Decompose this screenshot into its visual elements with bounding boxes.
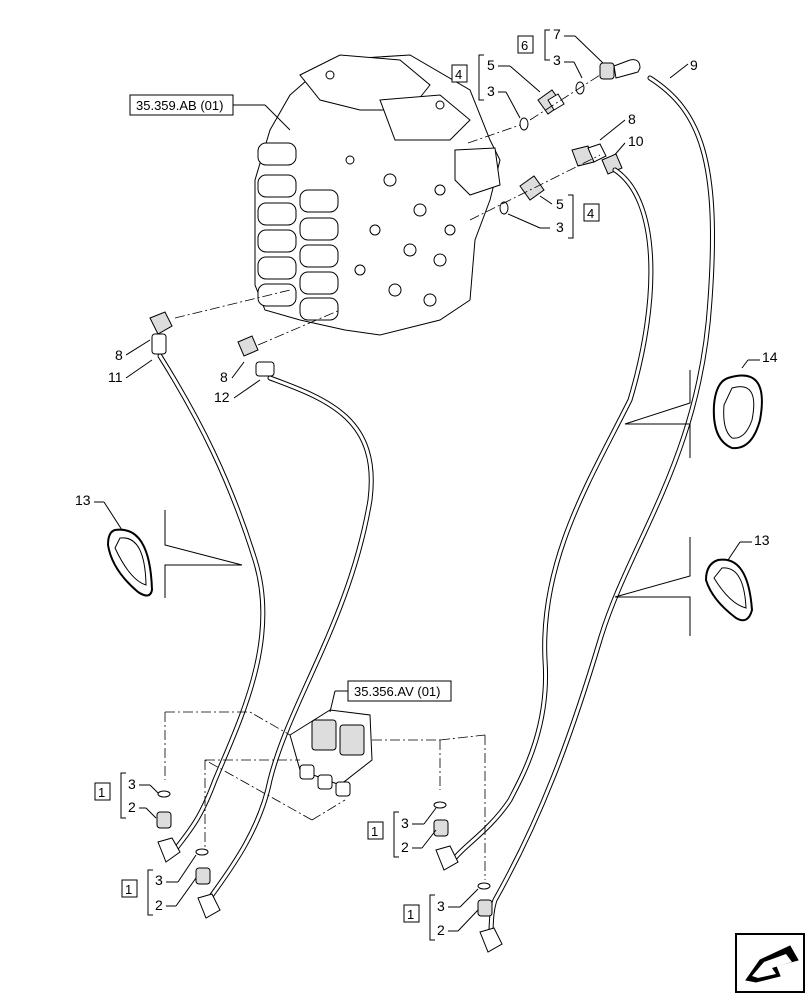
svg-text:4: 4: [587, 206, 594, 221]
label-10: 10: [628, 133, 644, 149]
elbow-8-right: [571, 143, 607, 167]
svg-text:3: 3: [556, 219, 564, 235]
label-8-left-2: 8: [220, 369, 228, 385]
fitting-5-mid: [519, 175, 545, 201]
oring-3-mid: [499, 201, 509, 215]
label-8-right: 8: [628, 111, 636, 127]
svg-text:6: 6: [521, 38, 528, 53]
svg-text:2: 2: [437, 922, 445, 938]
valve-ports: [325, 70, 456, 307]
label-9: 9: [690, 57, 698, 73]
svg-text:3: 3: [155, 872, 163, 888]
ref-box-control-valve[interactable]: 35.359.AB (01): [129, 94, 291, 131]
solenoid-stack-left: [257, 142, 297, 307]
hose-10: [452, 167, 654, 861]
svg-text:14: 14: [762, 349, 778, 365]
fitting-set-1-right-lower: 1 3 2: [403, 882, 503, 953]
solenoid-stack-right: [299, 189, 339, 321]
ref-box-pilot-valve[interactable]: 35.356.AV (01): [329, 680, 452, 713]
svg-text:1: 1: [98, 785, 105, 800]
svg-text:13: 13: [75, 492, 91, 508]
hose-12: [209, 375, 374, 898]
svg-text:1: 1: [371, 824, 378, 839]
svg-text:13: 13: [754, 532, 770, 548]
elbow-7: [599, 59, 641, 80]
centerline-left-1: [174, 289, 291, 319]
svg-text:35.359.AB (01): 35.359.AB (01): [136, 98, 223, 113]
svg-text:35.356.AV (01): 35.356.AV (01): [354, 684, 440, 699]
centerline-top-1: [467, 124, 521, 144]
pilot-routing-lines: [164, 711, 486, 880]
svg-text:2: 2: [401, 839, 409, 855]
svg-text:3: 3: [437, 898, 445, 914]
hose-9: [487, 75, 715, 943]
control-valve-assembly: [254, 54, 501, 336]
hose-guard-13-right: 13: [614, 532, 770, 636]
svg-text:3: 3: [401, 815, 409, 831]
svg-text:1: 1: [125, 882, 132, 897]
centerline-left-2: [257, 309, 341, 346]
svg-text:1: 1: [407, 907, 414, 922]
fitting-set-1-left-lower: 1 3 2: [121, 848, 221, 919]
fitting-5-top: [537, 89, 565, 115]
label-11: 11: [108, 369, 123, 385]
elbow-8-left-1: [149, 311, 173, 355]
elbow-8-left-2: [237, 335, 275, 377]
oring-3-top: [519, 117, 529, 131]
svg-text:3: 3: [128, 776, 136, 792]
hose-guard-14: 14: [624, 349, 778, 458]
label-8-left-1: 8: [115, 347, 123, 363]
group-4-callout-mid: 5 3 4: [507, 194, 600, 239]
hose-guard-13-left: 13: [75, 492, 243, 598]
centerline-top-2: [529, 74, 601, 121]
fitting-set-1-right-upper: 1 3 2: [367, 801, 459, 871]
svg-text:3: 3: [553, 52, 561, 68]
svg-text:2: 2: [155, 897, 163, 913]
svg-text:7: 7: [553, 26, 561, 42]
hose-11: [157, 353, 266, 853]
centerline-mid: [469, 154, 601, 221]
pilot-valve: [289, 709, 373, 797]
svg-text:4: 4: [455, 67, 462, 82]
svg-text:5: 5: [556, 196, 564, 212]
svg-text:5: 5: [487, 57, 495, 73]
svg-text:3: 3: [487, 83, 495, 99]
label-12: 12: [214, 389, 230, 405]
group-6-callout: 6 7 3: [517, 26, 605, 79]
group-4-callout-top: 4 5 3: [451, 54, 541, 119]
fitting-set-1-left-upper: 1 3 2: [94, 772, 181, 863]
arrow-icon[interactable]: [735, 933, 805, 993]
svg-text:2: 2: [128, 799, 136, 815]
